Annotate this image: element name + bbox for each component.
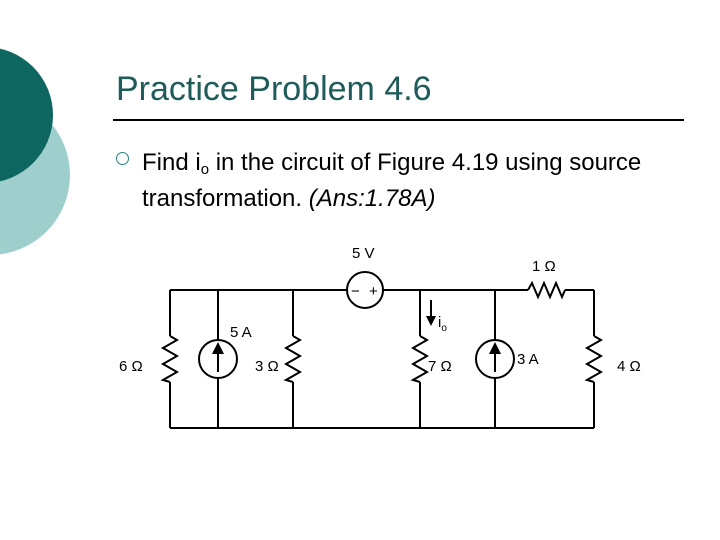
resistor-6ohm	[160, 335, 180, 383]
label-io-sub: o	[441, 323, 447, 334]
problem-statement: Find io in the circuit of Figure 4.19 us…	[142, 148, 702, 213]
current-source-3a	[475, 339, 515, 379]
decoration-dark-circle	[0, 48, 53, 182]
problem-text-rest: in the circuit of Figure 4.19 using sour…	[142, 149, 642, 212]
label-6ohm: 6 Ω	[119, 358, 143, 375]
arrow-5a-head	[212, 342, 224, 354]
label-5a: 5 A	[230, 324, 252, 341]
circuit-diagram: − + 5 V 1 Ω 6 Ω 5 A 3 Ω io 7 Ω 3 A 4 Ω	[119, 245, 641, 429]
resistor-1ohm	[527, 280, 566, 300]
label-io-main: i	[438, 314, 441, 331]
arrow-io-head	[426, 316, 436, 326]
resistor-4ohm	[584, 335, 604, 383]
resistor-7ohm	[410, 335, 430, 383]
label-5v: 5 V	[352, 245, 375, 262]
slide-title: Practice Problem 4.6	[116, 70, 432, 108]
label-3a: 3 A	[517, 351, 539, 368]
label-3ohm: 3 Ω	[255, 358, 279, 375]
label-1ohm: 1 Ω	[532, 258, 556, 275]
label-7ohm: 7 Ω	[428, 358, 452, 375]
label-4ohm: 4 Ω	[617, 358, 641, 375]
slide-decoration	[0, 48, 70, 255]
plus-sign: +	[369, 283, 378, 300]
problem-answer: (Ans:1.78A)	[308, 185, 436, 212]
minus-sign: −	[351, 283, 360, 300]
arrow-3a-head	[489, 342, 501, 354]
title-divider	[113, 119, 684, 121]
current-source-5a	[198, 339, 238, 379]
label-io: io	[438, 314, 447, 334]
problem-text-start: Find i	[142, 149, 201, 176]
problem-subscript: o	[200, 161, 210, 178]
voltage-source-5v	[346, 271, 384, 309]
resistor-3ohm	[283, 335, 303, 383]
bullet-icon	[116, 152, 129, 165]
